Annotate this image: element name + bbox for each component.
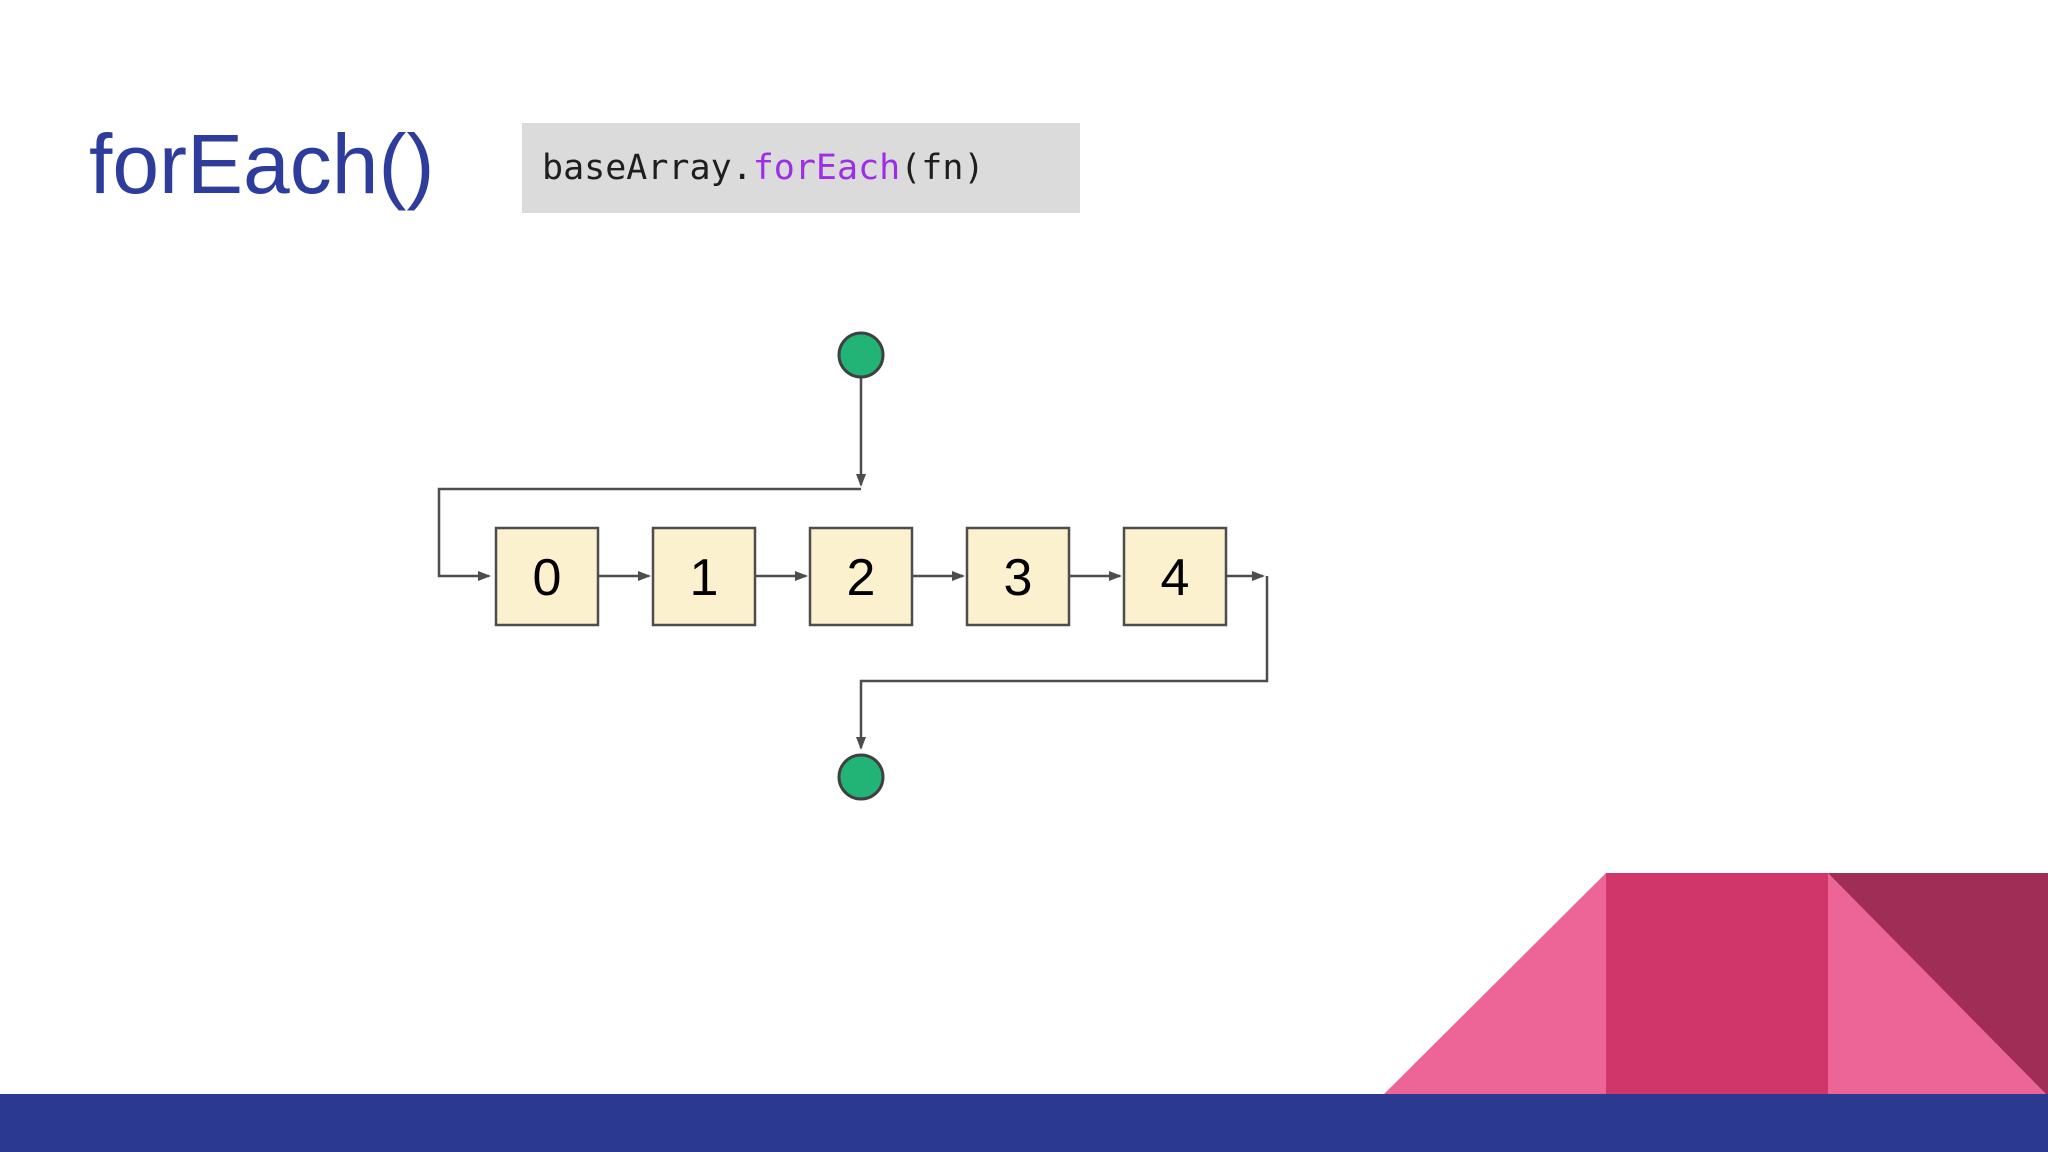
code-method-text: forEach [752, 148, 901, 188]
start-node-circle [837, 331, 885, 379]
connector-return-to-end [856, 576, 1269, 750]
array-box-4-label: 4 [1161, 549, 1190, 607]
array-box-0 [494, 526, 600, 627]
array-box-1 [651, 526, 757, 627]
array-box-0-label: 0 [533, 549, 562, 607]
code-snippet-box: baseArray.forEach(fn) [522, 123, 1080, 213]
end-node-circle [837, 753, 885, 801]
slide-title: forEach() [89, 117, 435, 211]
array-box-1-label: 1 [690, 549, 719, 607]
array-box-3-label: 3 [1004, 549, 1033, 607]
dark-pink-rectangle [1606, 873, 1828, 1096]
code-args-text: (fn) [900, 148, 985, 188]
connector-loop-into-box0 [437, 487, 861, 581]
array-box-2-label: 2 [847, 549, 876, 607]
array-box-2 [808, 526, 914, 627]
array-boxes: 0 1 2 3 4 [494, 526, 1228, 627]
code-object-text: baseArray. [542, 148, 753, 188]
pink-triangle-left [1382, 873, 1606, 1096]
array-box-3 [965, 526, 1071, 627]
pink-triangle-right [1828, 873, 2048, 1096]
footer-bar [0, 1094, 2048, 1152]
array-box-4 [1122, 526, 1228, 627]
